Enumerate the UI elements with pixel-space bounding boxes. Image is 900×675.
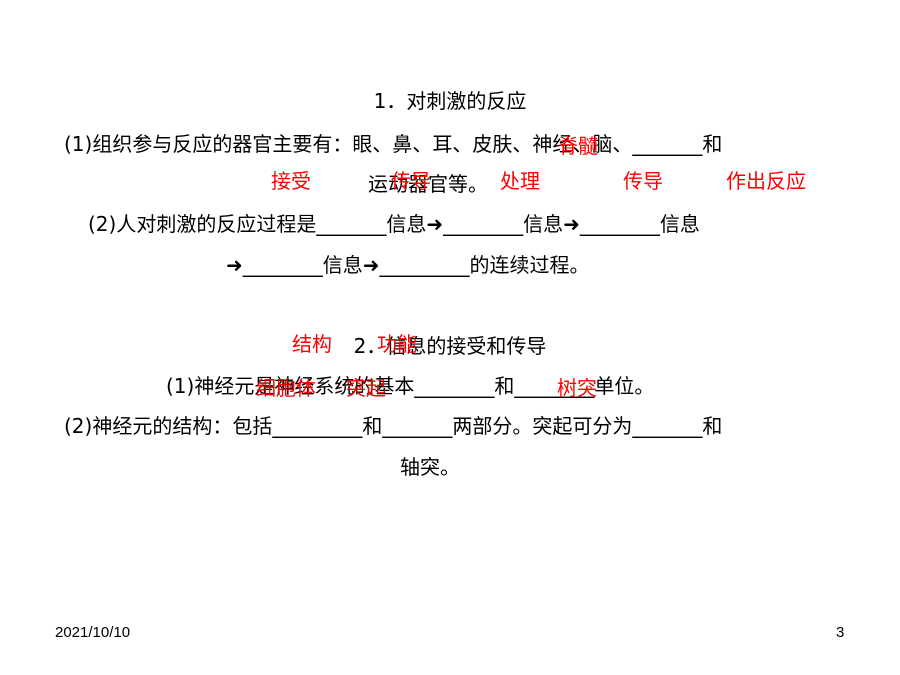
section1-line4: ➜________信息➜_________的连续过程。 [226,253,590,277]
answer-process-2: 突起 [346,376,386,400]
section1-line3: (2)人对刺激的反应过程是_______信息➜________信息➜______… [88,212,700,236]
answer-process: 处理 [500,169,540,193]
answer-function: 功能 [377,332,417,356]
answer-respond: 作出反应 [726,169,806,193]
section2-title: 2．信息的接受和传导 [353,334,547,358]
section2-line3: 轴突。 [400,455,460,479]
footer-date: 2021/10/10 [55,624,131,641]
answer-transmit-1: 传导 [391,169,431,193]
section1-line2: 运动器官等。 [368,172,488,196]
page-number: 3 [836,624,845,641]
answer-dendrite: 树突 [557,376,597,400]
answer-structure: 结构 [292,332,332,356]
answer-spinal-cord: 脊髓 [558,134,598,158]
section2-line1: (1)神经元是神经系统的基本________和________单位。 [166,374,655,398]
section1-line1: (1)组织参与反应的器官主要有：眼、鼻、耳、皮肤、神经、脑、_______和 [64,132,723,156]
answer-transmit-2: 传导 [623,169,663,193]
answer-cell-body: 细胞体 [256,376,316,400]
section2-line2: (2)神经元的结构：包括_________和_______两部分。突起可分为__… [64,414,723,438]
answer-receive: 接受 [271,169,311,193]
section1-title: 1．对刺激的反应 [373,89,527,113]
